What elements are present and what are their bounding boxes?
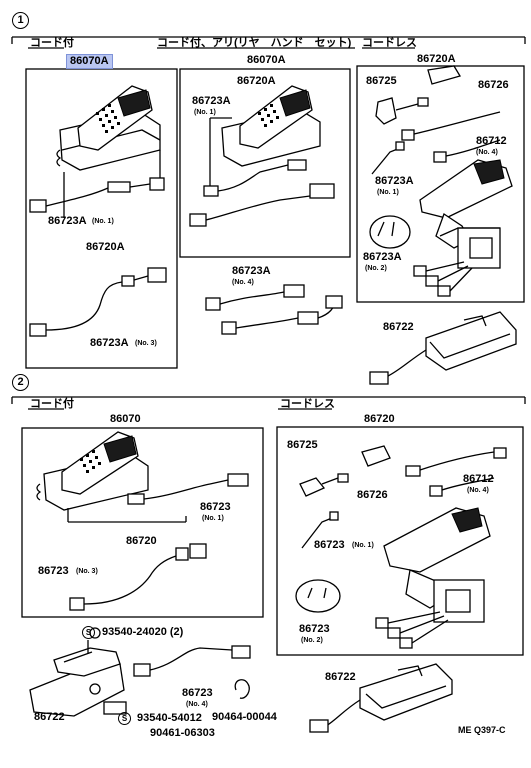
screw-symbol-2: S — [118, 712, 131, 725]
label-r-86720A: 86720A — [417, 53, 456, 65]
label-l-86723-no1: 86723 — [200, 501, 231, 513]
section2-number: 2 — [12, 374, 29, 391]
section1-header-rules — [11, 36, 526, 49]
label-r-86712: 86712 — [476, 135, 507, 147]
label-r2-86723-no1: 86723 — [314, 539, 345, 551]
label-r-86712-sub: (No. 4) — [476, 149, 498, 156]
label-m-86723A-no1-sub: (No. 1) — [194, 109, 216, 116]
label-r2-86712-sub: (No. 4) — [467, 487, 489, 494]
label-86723A-no3-sub: (No. 3) — [135, 340, 157, 347]
label-r2-86723-no2-sub: (No. 2) — [301, 637, 323, 644]
label-b-86722: 86722 — [34, 711, 65, 723]
section1-number: 1 — [12, 12, 29, 29]
label-clamp-90464-00044: 90464-00044 — [212, 711, 277, 723]
label-86723A-no1-sub: (No. 1) — [92, 218, 114, 225]
box-cordless-1 — [356, 65, 525, 303]
label-r2-86726: 86726 — [357, 489, 388, 501]
label-r2-86712: 86712 — [463, 473, 494, 485]
label-86723A-no1: 86723A — [48, 215, 87, 227]
section1-header-rear-handset: コード付、アリ(リヤ ハンド セット) — [157, 37, 352, 49]
label-r-86723A-no2: 86723A — [363, 251, 402, 263]
title-86070A-highlighted: 86070A — [66, 54, 113, 69]
label-m-86723A-no4-sub: (No. 4) — [232, 279, 254, 286]
charger-drawing-2 — [29, 627, 251, 717]
label-r2-86723-no1-sub: (No. 1) — [352, 542, 374, 549]
label-86720A: 86720A — [86, 241, 125, 253]
section2-header-cordless: コードレス — [280, 398, 335, 410]
label-r-86722: 86722 — [383, 321, 414, 333]
cordless-drawing-1c — [369, 65, 513, 297]
section1-header-cordless: コードレス — [362, 37, 417, 49]
box-corded-1 — [25, 68, 178, 369]
label-r-86725: 86725 — [366, 75, 397, 87]
section2-header-corded: コード付 — [30, 398, 74, 410]
section2-header-rules — [11, 396, 526, 410]
label-r2-86722: 86722 — [325, 671, 356, 683]
section1-header-corded: コード付 — [30, 37, 74, 49]
label-l-86720: 86720 — [126, 535, 157, 547]
footer-code: ME Q397-C — [458, 725, 506, 735]
label-l-86723-no1-sub: (No. 1) — [202, 515, 224, 522]
label-b-86723-no4-sub: (No. 4) — [186, 701, 208, 708]
label-m-86720A: 86720A — [237, 75, 276, 87]
label-l-86723-no3: 86723 — [38, 565, 69, 577]
box-cordless-2 — [276, 426, 524, 656]
screw-symbol-1: S — [82, 626, 95, 639]
label-86723A-no3: 86723A — [90, 337, 129, 349]
cable-drawing-1b-no4 — [205, 284, 343, 335]
label-r2-86723-no2: 86723 — [299, 623, 330, 635]
handset-base-drawing-2 — [36, 431, 249, 611]
label-screw-93540-54012: 93540-54012 — [137, 712, 202, 724]
handset-base-drawing-1a — [56, 85, 161, 171]
label-m-86723A-no4: 86723A — [232, 265, 271, 277]
cable-drawing-1a-no1 — [29, 150, 165, 218]
title-86070: 86070 — [110, 413, 141, 425]
charger-drawing-1 — [369, 311, 517, 385]
label-b-86723-no4: 86723 — [182, 687, 213, 699]
label-r2-86725: 86725 — [287, 439, 318, 451]
handset-base-drawing-1b — [189, 85, 335, 227]
charger-drawing-2b — [309, 663, 453, 733]
label-screw-93540-24020: 93540-24020 (2) — [102, 626, 184, 638]
cordless-drawing-2 — [295, 445, 507, 649]
cable-drawing-1a-no3 — [29, 267, 167, 337]
label-bolt-90461-06303: 90461-06303 — [150, 727, 215, 739]
label-l-86723-no3-sub: (No. 3) — [76, 568, 98, 575]
label-r-86723A-no1-sub: (No. 1) — [377, 189, 399, 196]
box-corded-2 — [21, 427, 264, 618]
box-rear-handset — [179, 68, 351, 258]
label-m-86723A-no1: 86723A — [192, 95, 231, 107]
label-r-86726: 86726 — [478, 79, 509, 91]
title-86070A: 86070A — [247, 54, 286, 66]
title-86720: 86720 — [364, 413, 395, 425]
label-r-86723A-no2-sub: (No. 2) — [365, 265, 387, 272]
label-r-86723A-no1: 86723A — [375, 175, 414, 187]
